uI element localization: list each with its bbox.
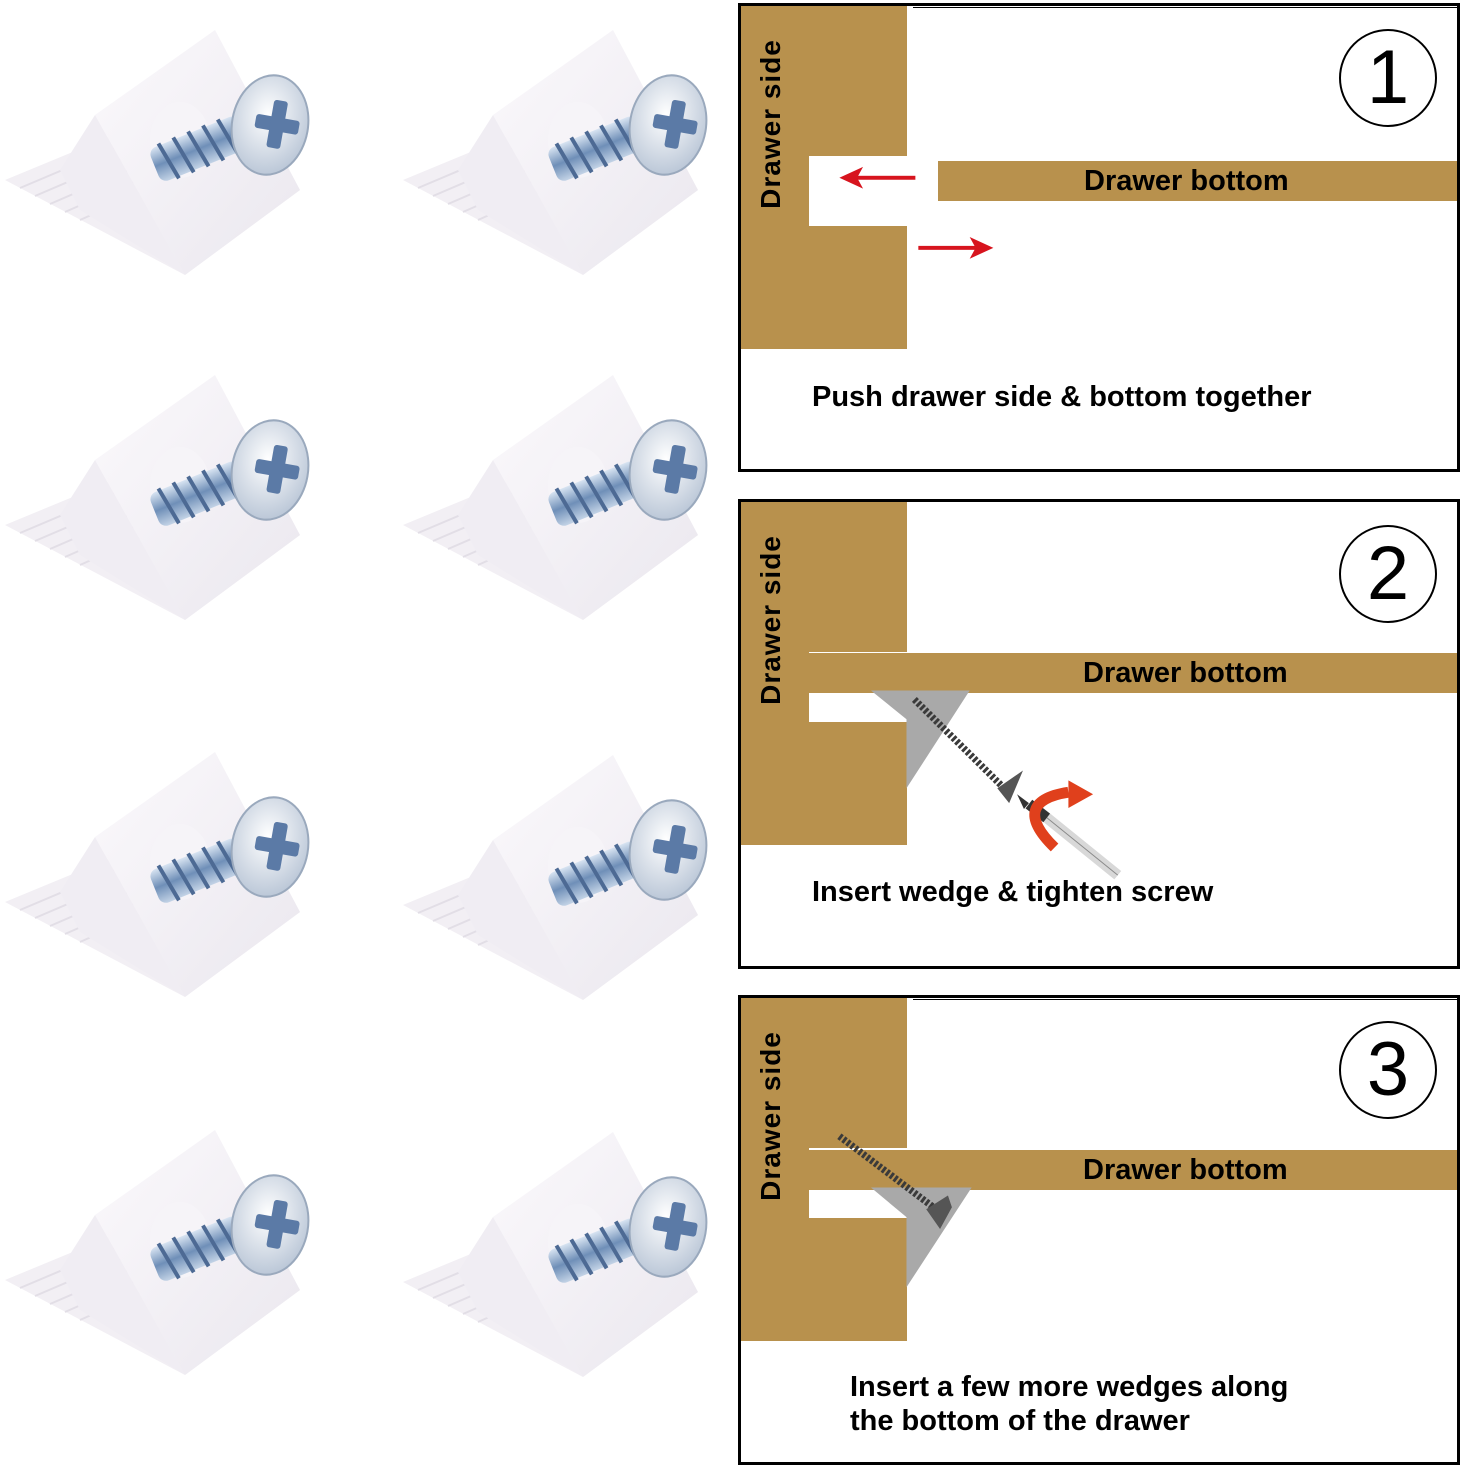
- drawer-bottom-label: Drawer bottom: [1083, 656, 1288, 689]
- step-caption: Insert a few more wedges along the botto…: [850, 1370, 1288, 1438]
- wedge-screw-icon: [3, 373, 319, 622]
- product-photo: [398, 1122, 718, 1392]
- drawer-side-groove: [809, 156, 909, 226]
- product-photo: [0, 365, 320, 635]
- step-number-badge: 1: [1339, 29, 1437, 127]
- step-panel-2: Drawer side Drawer bottom 2 Insert wedge…: [738, 499, 1460, 969]
- screwdriver-icon: [1017, 794, 1122, 880]
- product-photo: [398, 20, 718, 290]
- drawer-bottom-label: Drawer bottom: [1084, 164, 1289, 197]
- step-number-badge: 3: [1339, 1021, 1437, 1119]
- step-caption: Push drawer side & bottom together: [812, 381, 1312, 413]
- decorative-lines: [913, 998, 1457, 1001]
- drawer-side-label-wrap: Drawer side: [751, 1016, 791, 1216]
- product-photo: [398, 365, 718, 635]
- rotate-arrow-icon: [1029, 780, 1094, 852]
- step-number-badge: 2: [1339, 525, 1437, 623]
- drawer-bottom: Drawer bottom: [809, 1150, 1457, 1190]
- step-caption: Insert wedge & tighten screw: [812, 876, 1214, 908]
- wedge-screw-icon: [3, 750, 319, 999]
- step-caption-line: Insert a few more wedges along: [850, 1371, 1289, 1403]
- decorative-lines: [913, 6, 1457, 9]
- drawer-bottom: Drawer bottom: [809, 653, 1457, 693]
- product-photo: [0, 742, 320, 1012]
- drawer-bottom: Drawer bottom: [938, 161, 1457, 201]
- drawer-side-label: Drawer side: [755, 39, 786, 209]
- drawer-bottom-label: Drawer bottom: [1083, 1153, 1288, 1186]
- step-panel-3: Drawer side Drawer bottom 3 Insert a few…: [738, 995, 1460, 1465]
- step-caption-line: the bottom of the drawer: [850, 1405, 1190, 1437]
- drawer-side-label: Drawer side: [755, 535, 786, 705]
- wedge-screw-icon: [3, 1128, 319, 1377]
- drawer-side-label: Drawer side: [755, 1031, 786, 1201]
- drawer-side-label-wrap: Drawer side: [751, 520, 791, 720]
- wedge-screw-icon: [401, 1130, 717, 1379]
- product-photo: [398, 745, 718, 1015]
- wedge-screw-icon: [401, 753, 717, 1002]
- step-panel-1: Drawer side Drawer bottom 1 Push drawer …: [738, 3, 1460, 472]
- wedge-screw-icon: [401, 373, 717, 622]
- product-photo: [0, 1120, 320, 1390]
- screw-icon: [911, 696, 1023, 804]
- product-photo: [0, 20, 320, 290]
- wedge-screw-icon: [3, 28, 319, 277]
- arrow-right-icon: [918, 237, 994, 259]
- drawer-side-label-wrap: Drawer side: [751, 24, 791, 224]
- wedge-screw-icon: [401, 28, 717, 277]
